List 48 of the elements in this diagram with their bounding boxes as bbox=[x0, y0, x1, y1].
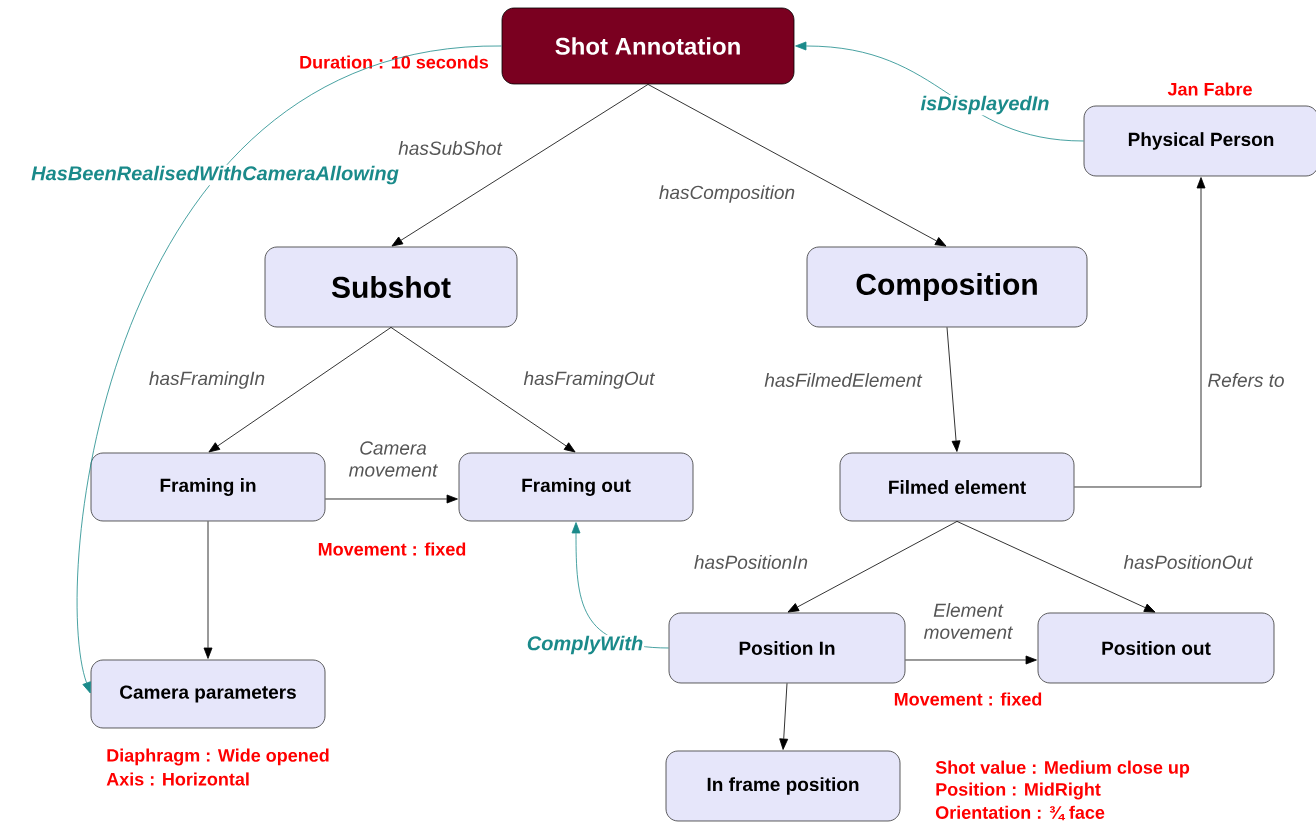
note-text: Axis : Horizontal bbox=[105, 771, 251, 787]
edge-label: hasFramingOut bbox=[522, 370, 656, 390]
arrow bbox=[787, 521, 958, 613]
edge-label: hasFilmedElement bbox=[763, 372, 923, 388]
note-text: Shot value : Medium close up bbox=[934, 759, 1191, 779]
note-text: Jan Fabre bbox=[1166, 81, 1254, 97]
note-text: Orientation : ¾ face bbox=[934, 804, 1106, 822]
edge-label: hasFramingIn bbox=[147, 370, 267, 390]
edge-label: hasPositionIn bbox=[692, 554, 810, 570]
note-text: Movement : fixed bbox=[894, 692, 1042, 706]
arrow bbox=[1074, 177, 1206, 488]
arrow bbox=[946, 327, 961, 452]
edge-label: hasComposition bbox=[657, 184, 797, 204]
note-text: Position : MidRight bbox=[934, 781, 1102, 801]
arrow bbox=[905, 655, 1037, 665]
class-box: Framing in bbox=[90, 452, 326, 522]
arrow bbox=[203, 521, 213, 659]
class-box: Camera parameters bbox=[90, 659, 326, 729]
edge-label: hasPositionOut bbox=[1122, 554, 1254, 570]
note-text: Duration : 10 seconds bbox=[298, 54, 490, 70]
edge-label: Refers to bbox=[1206, 372, 1286, 388]
arrow bbox=[647, 84, 947, 247]
arrow bbox=[390, 327, 576, 453]
edge-label: HasBeenRealisedWithCameraAllowing bbox=[30, 164, 400, 186]
arrow bbox=[325, 494, 458, 504]
class-box: Filmed element bbox=[839, 452, 1075, 522]
arrow bbox=[571, 522, 669, 649]
class-box: Subshot bbox=[264, 246, 518, 328]
class-box: Physical Person bbox=[1083, 105, 1316, 177]
title-box: Shot Annotation bbox=[501, 7, 795, 85]
arrow bbox=[391, 84, 649, 247]
arrow bbox=[76, 45, 502, 694]
arrow bbox=[956, 521, 1156, 613]
class-box: In frame position bbox=[665, 750, 901, 822]
arrow bbox=[795, 41, 1084, 142]
edge-label: ComplyWith bbox=[525, 634, 645, 656]
edge-label: isDisplayedIn bbox=[919, 94, 1051, 116]
class-box: Framing out bbox=[458, 452, 694, 522]
class-box: Composition bbox=[806, 246, 1088, 328]
class-box: Position out bbox=[1037, 612, 1275, 684]
note-text: Movement : fixed bbox=[318, 542, 466, 556]
class-box: Position In bbox=[668, 612, 906, 684]
arrow bbox=[208, 327, 392, 453]
edge-label: Element movement bbox=[912, 602, 1024, 640]
arrow bbox=[779, 683, 789, 750]
note-text: Diaphragm : Wide opened bbox=[105, 747, 331, 767]
edge-label: Camera movement bbox=[342, 440, 444, 478]
edge-label: hasSubShot bbox=[397, 140, 503, 156]
